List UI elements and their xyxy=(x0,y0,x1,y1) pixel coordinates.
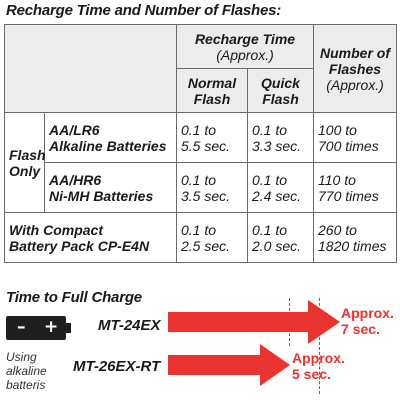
value-line2: 1820 times xyxy=(318,237,387,254)
recharge-time-header: Recharge Time (Approx.) xyxy=(176,24,314,69)
battery-type-line1: With Compact xyxy=(9,221,103,238)
battery-minus-sign: – xyxy=(17,317,26,337)
value-line2: 3.5 sec. xyxy=(181,187,231,204)
recharge-table: Recharge Time (Approx.) Number of Flashe… xyxy=(4,24,397,263)
normal-flash-value: 0.1 to 2.5 sec. xyxy=(176,212,248,263)
battery-terminal xyxy=(66,323,71,333)
value-line2: 700 times xyxy=(318,137,379,154)
normal-header-line1: Normal xyxy=(187,74,237,91)
normal-flash-header: Normal Flash xyxy=(176,68,248,113)
quick-header-line2: Flash xyxy=(262,90,299,107)
caption-line3: batteris xyxy=(6,378,46,392)
battery-type-cell: AA/LR6 Alkaline Batteries xyxy=(44,112,177,163)
value-line1: 110 to xyxy=(318,171,356,188)
charge-arrow-icon xyxy=(168,300,340,344)
battery-plus-sign: + xyxy=(44,317,59,337)
normal-flash-value: 0.1 to 3.5 sec. xyxy=(176,162,248,213)
value-line1: 0.1 to xyxy=(252,221,288,238)
value-line1: 0.1 to xyxy=(181,171,217,188)
model-label: MT-26EX-RT xyxy=(73,358,161,375)
quick-flash-value: 0.1 to 2.4 sec. xyxy=(247,162,314,213)
recharge-time-sub: (Approx.) xyxy=(216,46,274,63)
battery-caption: Using alkaline batteris xyxy=(6,350,47,392)
battery-pack-cell: With Compact Battery Pack CP-E4N xyxy=(4,212,177,263)
flash-only-line2: Only xyxy=(9,162,41,179)
value-line2: 2.4 sec. xyxy=(252,187,302,204)
value-line1: 0.1 to xyxy=(252,171,288,188)
number-header-line1: Number of xyxy=(320,44,390,61)
dashed-guide-line xyxy=(319,298,320,394)
value-line2: 3.3 sec. xyxy=(252,137,302,154)
normal-header-line2: Flash xyxy=(193,90,231,107)
charge-arrow-shape xyxy=(168,300,340,344)
value-line2: 770 times xyxy=(318,187,379,204)
table-row: AA/HR6 Ni-MH Batteries 0.1 to 3.5 sec. 0… xyxy=(5,162,397,213)
approx-time-label: Approx. 5 sec. xyxy=(292,350,345,382)
flashes-value: 100 to 700 times xyxy=(313,112,397,163)
value-line2: 2.0 sec. xyxy=(252,237,302,254)
blank-corner-cell xyxy=(4,24,177,113)
quick-flash-value: 0.1 to 3.3 sec. xyxy=(247,112,314,163)
charge-arrow-shape xyxy=(168,344,290,386)
approx-line1: Approx. xyxy=(292,350,345,366)
battery-type-line1: AA/HR6 xyxy=(49,171,102,188)
value-line1: 0.1 to xyxy=(252,121,288,138)
approx-time-label: Approx. 7 sec. xyxy=(341,305,394,337)
table-heading: Recharge Time and Number of Flashes: xyxy=(6,2,282,19)
approx-line2: 5 sec. xyxy=(292,366,331,382)
normal-flash-value: 0.1 to 5.5 sec. xyxy=(176,112,248,163)
battery-type-line2: Alkaline Batteries xyxy=(49,137,167,154)
charge-heading: Time to Full Charge xyxy=(6,289,142,306)
value-line2: 2.5 sec. xyxy=(181,237,231,254)
value-line2: 5.5 sec. xyxy=(181,137,231,154)
value-line1: 100 to xyxy=(318,121,357,138)
number-header-sub: (Approx.) xyxy=(326,76,384,93)
value-line1: 260 to xyxy=(318,221,357,238)
number-header-line2: Flashes xyxy=(328,60,382,77)
value-line1: 0.1 to xyxy=(181,221,217,238)
value-line1: 0.1 to xyxy=(181,121,217,138)
approx-line2: 7 sec. xyxy=(341,321,380,337)
table-row: Flash Only AA/LR6 Alkaline Batteries 0.1… xyxy=(4,112,397,213)
caption-line1: Using xyxy=(6,350,37,364)
battery-type-line1: AA/LR6 xyxy=(49,121,100,138)
model-label: MT-24EX xyxy=(98,317,161,334)
quick-flash-header: Quick Flash xyxy=(247,68,314,113)
dashed-guide-line xyxy=(289,298,290,346)
flashes-value: 110 to 770 times xyxy=(313,162,397,213)
battery-icon: – + xyxy=(6,316,66,340)
flash-only-line1: Flash xyxy=(9,146,46,163)
number-of-flashes-header: Number of Flashes (Approx.) xyxy=(313,24,397,113)
table-row: With Compact Battery Pack CP-E4N 0.1 to … xyxy=(4,212,397,263)
recharge-time-title: Recharge Time xyxy=(194,30,296,47)
quick-flash-value: 0.1 to 2.0 sec. xyxy=(247,212,314,263)
approx-line1: Approx. xyxy=(341,305,394,321)
battery-type-cell: AA/HR6 Ni-MH Batteries xyxy=(44,162,177,213)
flash-only-cell: Flash Only xyxy=(4,112,46,213)
battery-type-line2: Battery Pack CP-E4N xyxy=(9,237,150,254)
flashes-value: 260 to 1820 times xyxy=(313,212,397,263)
charge-arrow-icon xyxy=(168,344,290,386)
caption-line2: alkaline xyxy=(6,364,47,378)
quick-header-line1: Quick xyxy=(261,74,300,91)
battery-type-line2: Ni-MH Batteries xyxy=(49,187,154,204)
